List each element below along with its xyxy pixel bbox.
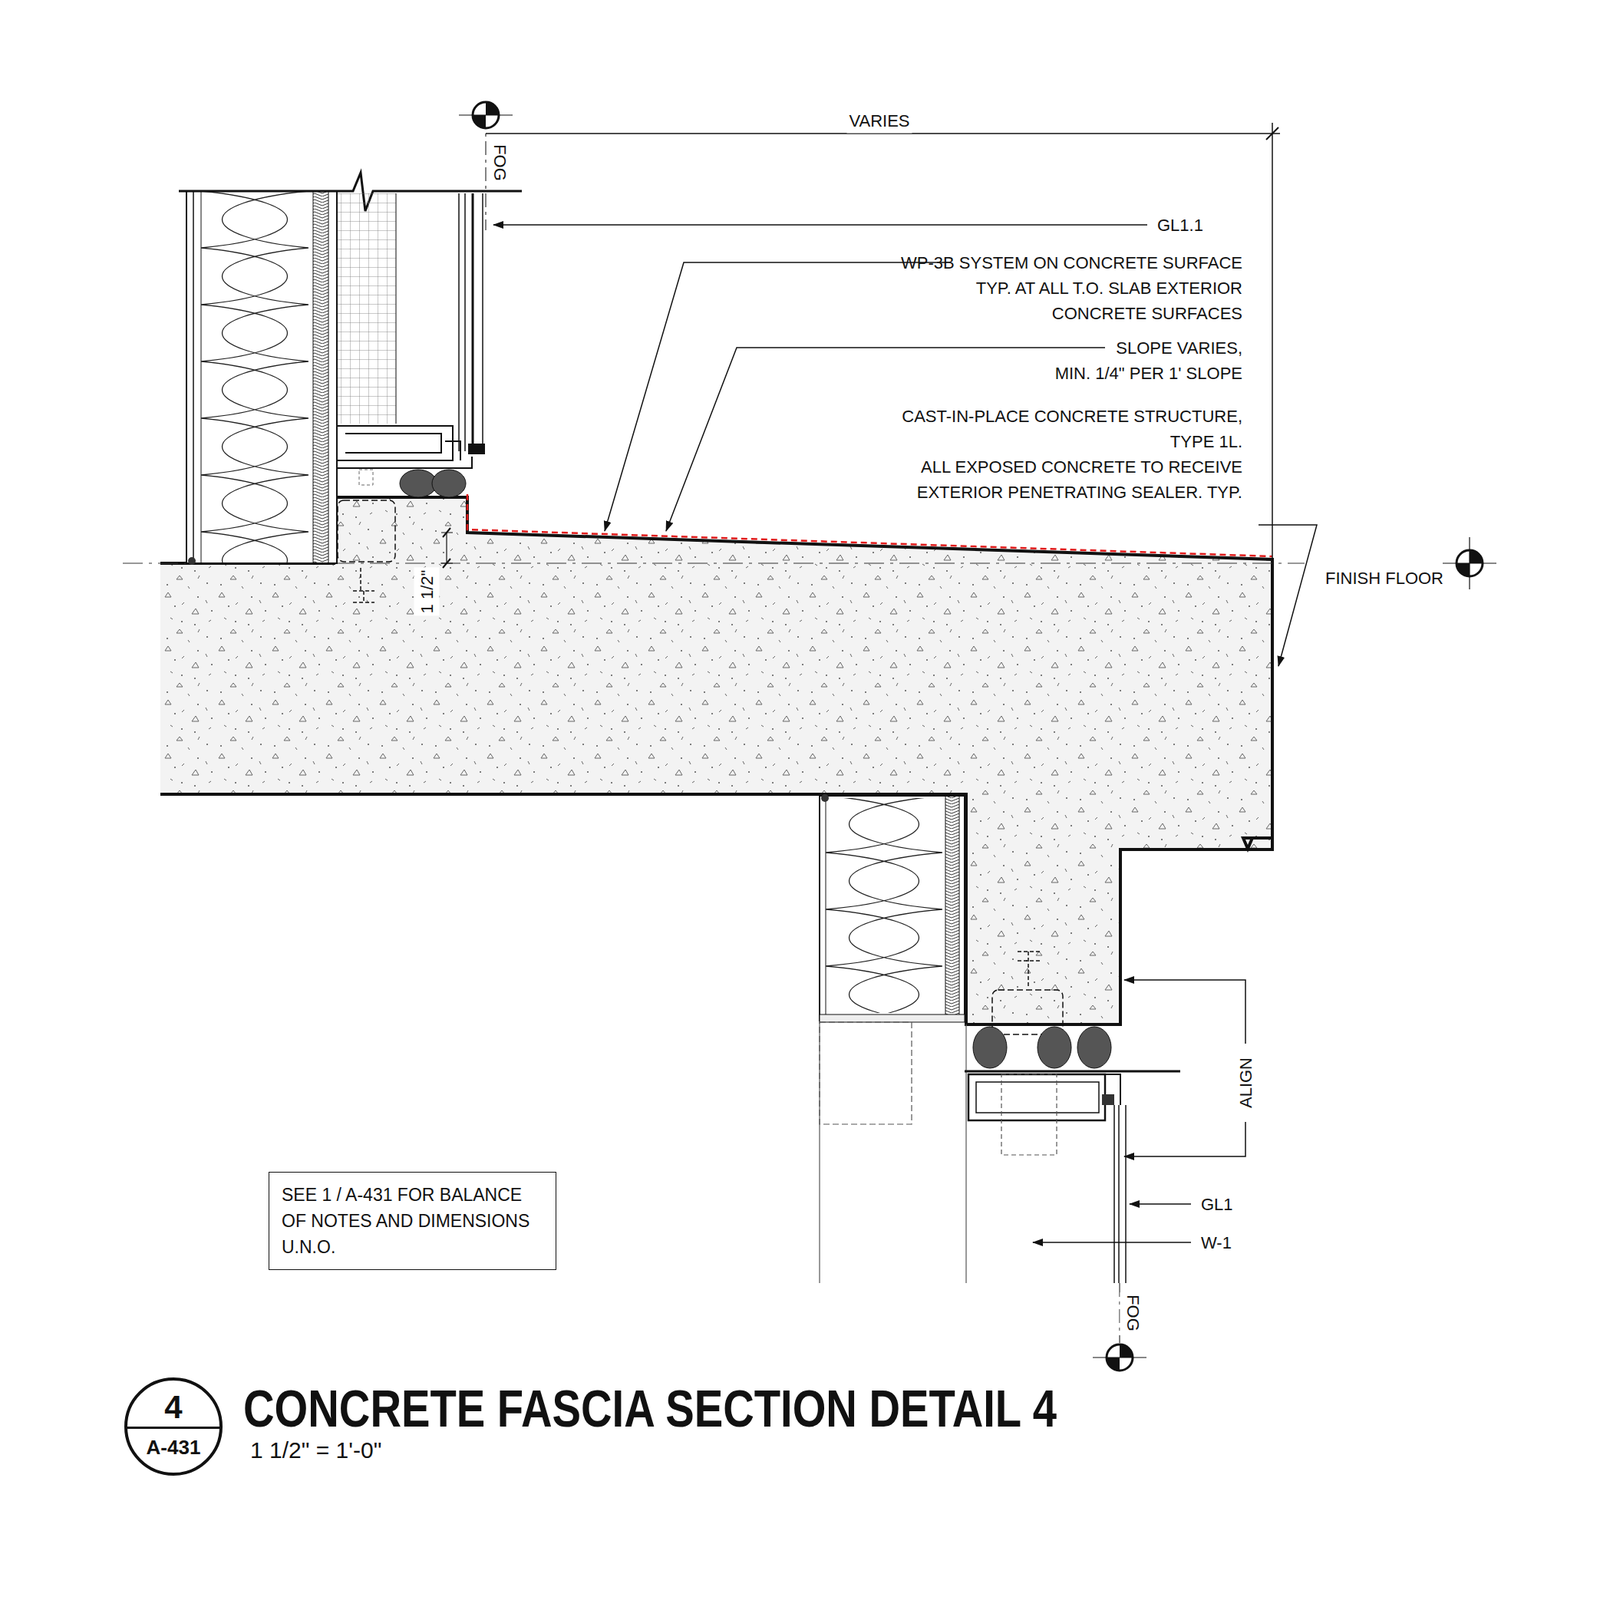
callout-label: CAST-IN-PLACE CONCRETE STRUCTURE, TYPE 1… [879, 403, 1245, 455]
callout-label: ALL EXPOSED CONCRETE TO RECEIVE EXTERIOR… [879, 454, 1245, 505]
note-text: SEE 1 / A-431 FOR BALANCE OF NOTES AND D… [281, 1181, 544, 1261]
detail-number: 4 [127, 1391, 220, 1424]
bubble-divider [127, 1426, 220, 1429]
callout-label: WP-3B SYSTEM ON CONCRETE SURFACE TYP. AT… [894, 250, 1245, 327]
callout-label: FOG [1120, 1292, 1146, 1334]
sheet-number: A-431 [127, 1437, 220, 1458]
detail-bubble: 4A-431 [124, 1377, 223, 1476]
callout-label: GL1.1 [1154, 212, 1206, 238]
scale-caption: 1 1/2" = 1'-0" [250, 1436, 382, 1465]
callout-label: W-1 [1198, 1230, 1234, 1256]
callout-label: MIN. 1/4" PER 1' SLOPE [894, 360, 1245, 386]
callout-label: GL1 [1198, 1191, 1236, 1218]
note-box: SEE 1 / A-431 FOR BALANCE OF NOTES AND D… [268, 1171, 557, 1271]
callout-label: FOG [487, 141, 513, 184]
callout-label: SLOPE VARIES, [894, 335, 1245, 361]
callout-label: FINISH FLOOR [1322, 565, 1446, 591]
detail-title: CONCRETE FASCIA SECTION DETAIL 4 [243, 1377, 1057, 1439]
callout-label: 1 1/2" [414, 567, 440, 617]
callout-label: VARIES [846, 108, 912, 134]
callout-label: ALIGN [1233, 1055, 1259, 1111]
